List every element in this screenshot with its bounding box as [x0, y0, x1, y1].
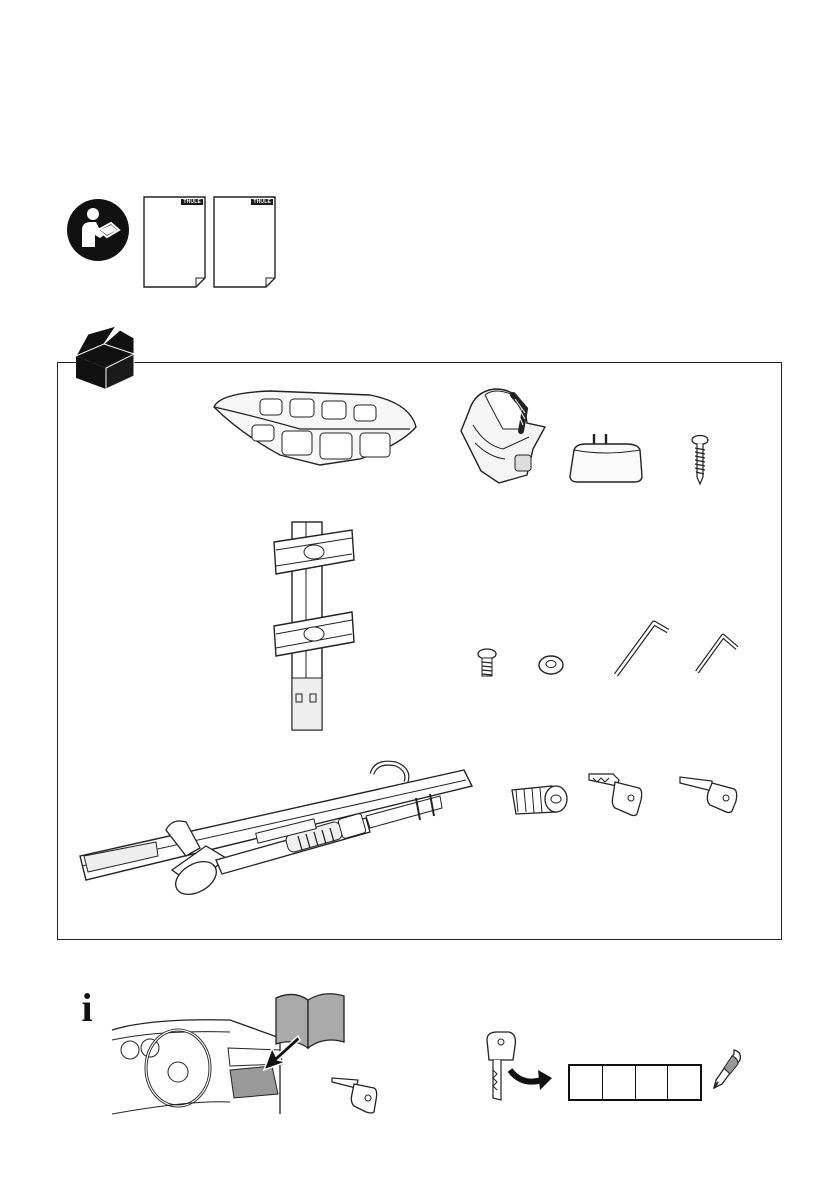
manual-document: THULE	[213, 196, 276, 288]
frame-arm-icon	[76, 760, 476, 900]
wheel-tray-icon	[210, 385, 420, 470]
end-cap-icon	[568, 432, 644, 484]
open-box-icon	[72, 326, 138, 390]
key-code-cell[interactable]	[636, 1066, 669, 1099]
key-code-cell[interactable]	[668, 1066, 700, 1099]
info-icon: i	[78, 990, 96, 1026]
curved-arrow-right-icon	[508, 1060, 554, 1094]
arrow-down-left-icon	[262, 1032, 302, 1072]
pen-icon	[710, 1048, 744, 1090]
key-code-cell[interactable]	[570, 1066, 603, 1099]
lock-cylinder-icon	[508, 778, 570, 820]
hex-key-small-icon	[693, 630, 741, 676]
strap-holder-icon	[455, 385, 547, 485]
hex-key-large-icon	[612, 617, 672, 679]
key-icon	[585, 770, 645, 818]
brand-label: THULE	[181, 199, 203, 205]
mounting-bracket-icon	[272, 518, 356, 734]
bolt-short-icon	[476, 648, 498, 678]
key-icon	[676, 773, 740, 815]
key-code-cell[interactable]	[603, 1066, 636, 1099]
read-manual-icon	[67, 199, 129, 261]
key-code-box[interactable]	[568, 1064, 702, 1101]
screw-long-icon	[690, 435, 710, 485]
manual-document: THULE	[143, 196, 206, 288]
key-icon	[330, 1076, 380, 1116]
washer-icon	[537, 654, 565, 676]
brand-label: THULE	[251, 199, 273, 205]
